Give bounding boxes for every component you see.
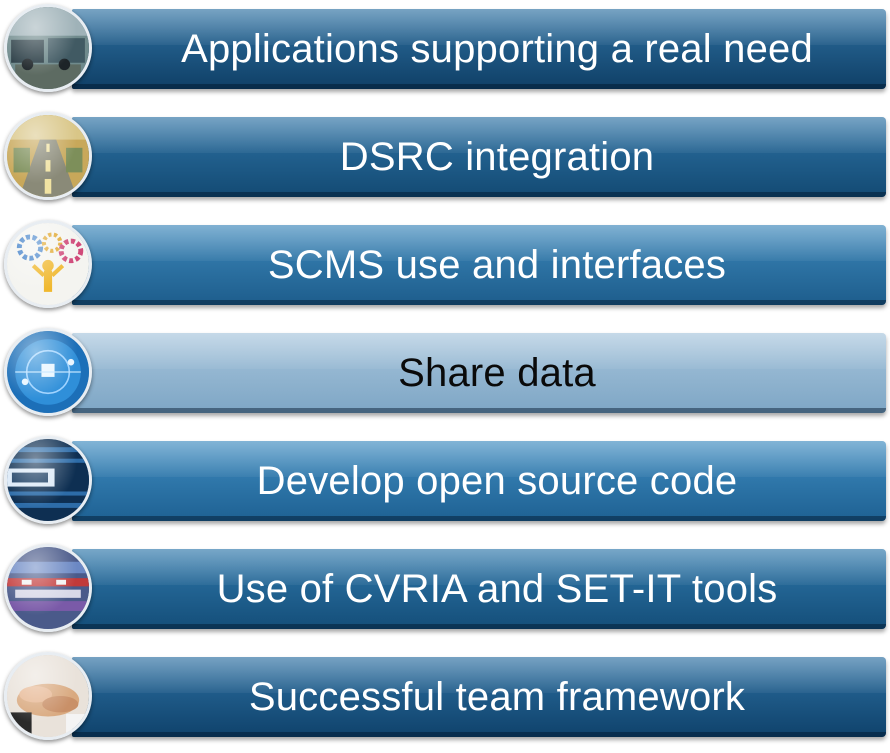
item-label: Share data <box>398 350 596 395</box>
item-bar: Develop open source code <box>72 441 886 521</box>
list-item: Develop open source code <box>0 432 890 532</box>
item-bar: SCMS use and interfaces <box>72 225 886 305</box>
item-bar: DSRC integration <box>72 117 886 197</box>
item-bar: Applications supporting a real need <box>72 9 886 89</box>
architecture-diagram-icon <box>4 544 92 632</box>
item-label: Develop open source code <box>256 458 738 503</box>
item-label: Use of CVRIA and SET-IT tools <box>216 566 778 611</box>
network-globe-icon <box>4 328 92 416</box>
item-label: Applications supporting a real need <box>181 26 813 71</box>
list-item: Use of CVRIA and SET-IT tools <box>0 540 890 640</box>
item-bar: Share data <box>72 333 886 413</box>
list-item: DSRC integration <box>0 108 890 208</box>
road-photo-icon <box>4 112 92 200</box>
team-hands-icon <box>4 652 92 740</box>
list-item: Successful team framework <box>0 648 890 748</box>
item-bar: Successful team framework <box>72 657 886 737</box>
list-item: Share data <box>0 324 890 424</box>
gears-figure-icon <box>4 220 92 308</box>
item-bar: Use of CVRIA and SET-IT tools <box>72 549 886 629</box>
list-item: SCMS use and interfaces <box>0 216 890 316</box>
item-label: SCMS use and interfaces <box>267 242 727 287</box>
vehicles-photo-icon <box>4 4 92 92</box>
list-item: Applications supporting a real need <box>0 0 890 100</box>
item-label: Successful team framework <box>248 674 746 719</box>
code-screen-icon <box>4 436 92 524</box>
item-label: DSRC integration <box>339 134 655 179</box>
